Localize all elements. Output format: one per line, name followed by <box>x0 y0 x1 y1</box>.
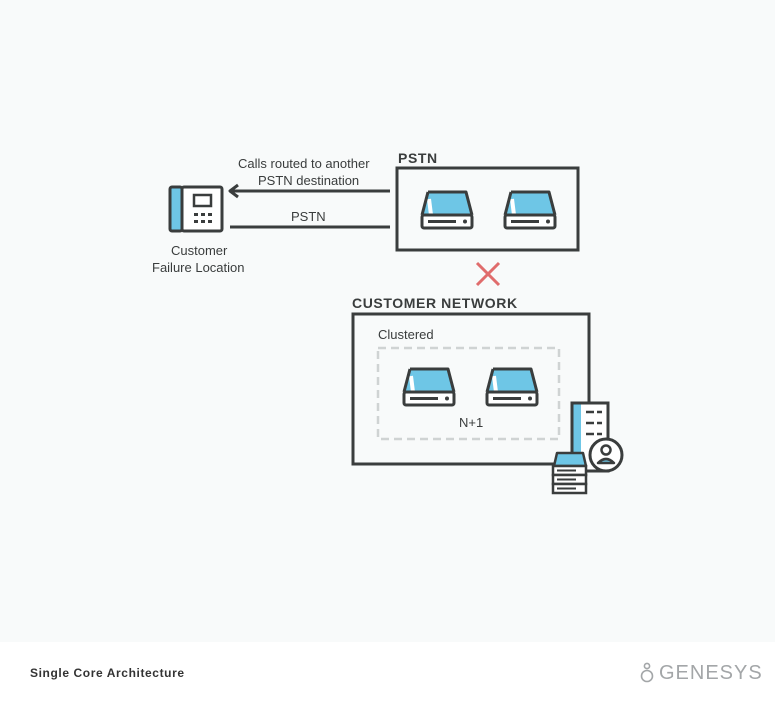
clustered-label: Clustered <box>378 327 434 342</box>
pstn-box <box>395 166 580 252</box>
reroute-label-line2: PSTN destination <box>258 173 360 188</box>
cluster-box <box>376 346 561 441</box>
reroute-arrow <box>228 183 390 199</box>
pstn-line-label: PSTN <box>291 209 326 224</box>
pstn-title: PSTN <box>398 150 438 166</box>
customer-network-box <box>351 312 591 466</box>
genesys-logo: GENESYS <box>640 660 763 686</box>
diagram-canvas: Calls routed to another PSTN destination… <box>152 150 624 495</box>
brand-wordmark: GENESYS <box>659 661 763 684</box>
customer-network-title: CUSTOMER NETWORK <box>352 295 518 311</box>
diagram-caption: Single Core Architecture <box>30 666 185 680</box>
cluster-server-icon <box>402 367 456 407</box>
phone-icon <box>168 185 224 233</box>
phone-label-line1: Customer <box>171 243 228 258</box>
genesys-mark-icon <box>640 662 654 683</box>
pstn-server-icon <box>503 190 557 230</box>
red-x-icon <box>475 261 501 287</box>
phone-label-line2: Failure Location <box>152 260 245 275</box>
reroute-label-line1: Calls routed to another <box>238 156 370 171</box>
redundancy-label: N+1 <box>459 415 484 430</box>
diagram-graphics <box>168 166 624 495</box>
pstn-server-icon <box>420 190 474 230</box>
cluster-server-icon <box>485 367 539 407</box>
datacenter-user-icon <box>551 401 624 495</box>
